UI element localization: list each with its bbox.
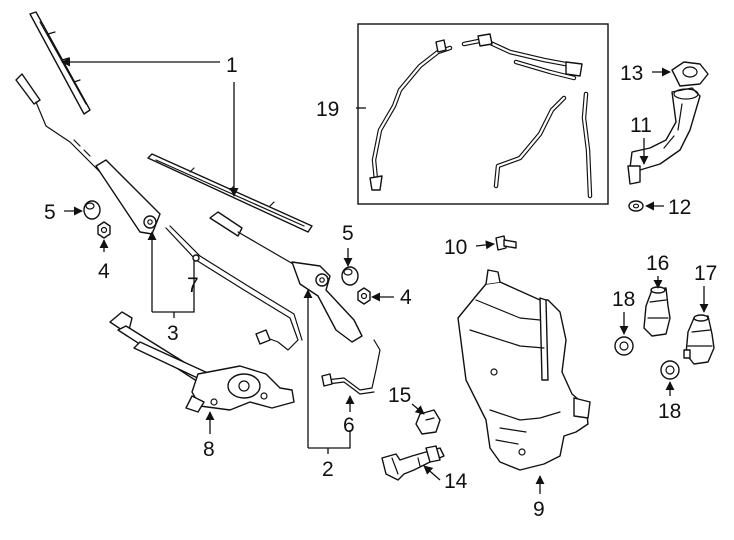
callout-6: 6 xyxy=(343,414,355,437)
callout-14: 14 xyxy=(444,470,468,493)
callout-18-rear: 18 xyxy=(658,400,681,423)
callout-13: 13 xyxy=(620,62,643,85)
callout-4-left: 4 xyxy=(98,260,110,283)
washer-hose-right-arm xyxy=(321,339,381,395)
callout-9: 9 xyxy=(533,498,545,521)
callout-15: 15 xyxy=(388,384,411,407)
callout-10: 10 xyxy=(444,236,467,259)
callout-18-front: 18 xyxy=(612,288,635,311)
reservoir-bolt xyxy=(495,235,517,251)
callout-8: 8 xyxy=(203,438,215,461)
callout-12: 12 xyxy=(668,196,691,219)
washer-nozzle xyxy=(415,409,441,435)
washer-pump-rear xyxy=(683,314,715,365)
callout-5-right: 5 xyxy=(342,222,354,245)
callout-16: 16 xyxy=(646,252,669,275)
leader-lines xyxy=(61,57,709,494)
pump-grommet-front xyxy=(614,336,634,356)
washer-hose-connector xyxy=(381,445,445,481)
pivot-cap-right xyxy=(341,266,359,286)
callout-19: 19 xyxy=(316,98,339,121)
pivot-cap-left xyxy=(83,200,101,220)
callout-17: 17 xyxy=(694,262,717,285)
washer-fluid-reservoir xyxy=(457,269,591,471)
pump-grommet-rear xyxy=(660,360,680,380)
callout-2: 2 xyxy=(322,458,334,481)
pivot-nut-right xyxy=(357,287,371,305)
reservoir-filler-cap xyxy=(671,61,709,87)
wiper-arm-right xyxy=(209,211,363,343)
wiper-motor-linkage xyxy=(109,311,295,413)
wiper-arm-left xyxy=(15,73,161,235)
reservoir-filler-neck xyxy=(627,87,701,185)
pivot-nut-left xyxy=(97,221,111,239)
callout-5-left: 5 xyxy=(44,201,56,224)
callout-11: 11 xyxy=(630,114,652,137)
filler-neck-seal xyxy=(628,200,644,212)
callout-3: 3 xyxy=(167,322,179,345)
callout-1: 1 xyxy=(226,54,238,77)
washer-hose-left-arm xyxy=(165,225,303,351)
washer-hose-inset xyxy=(357,23,609,205)
washer-pump-front xyxy=(643,286,671,337)
callout-7: 7 xyxy=(187,274,199,297)
callout-4-right: 4 xyxy=(400,286,412,309)
